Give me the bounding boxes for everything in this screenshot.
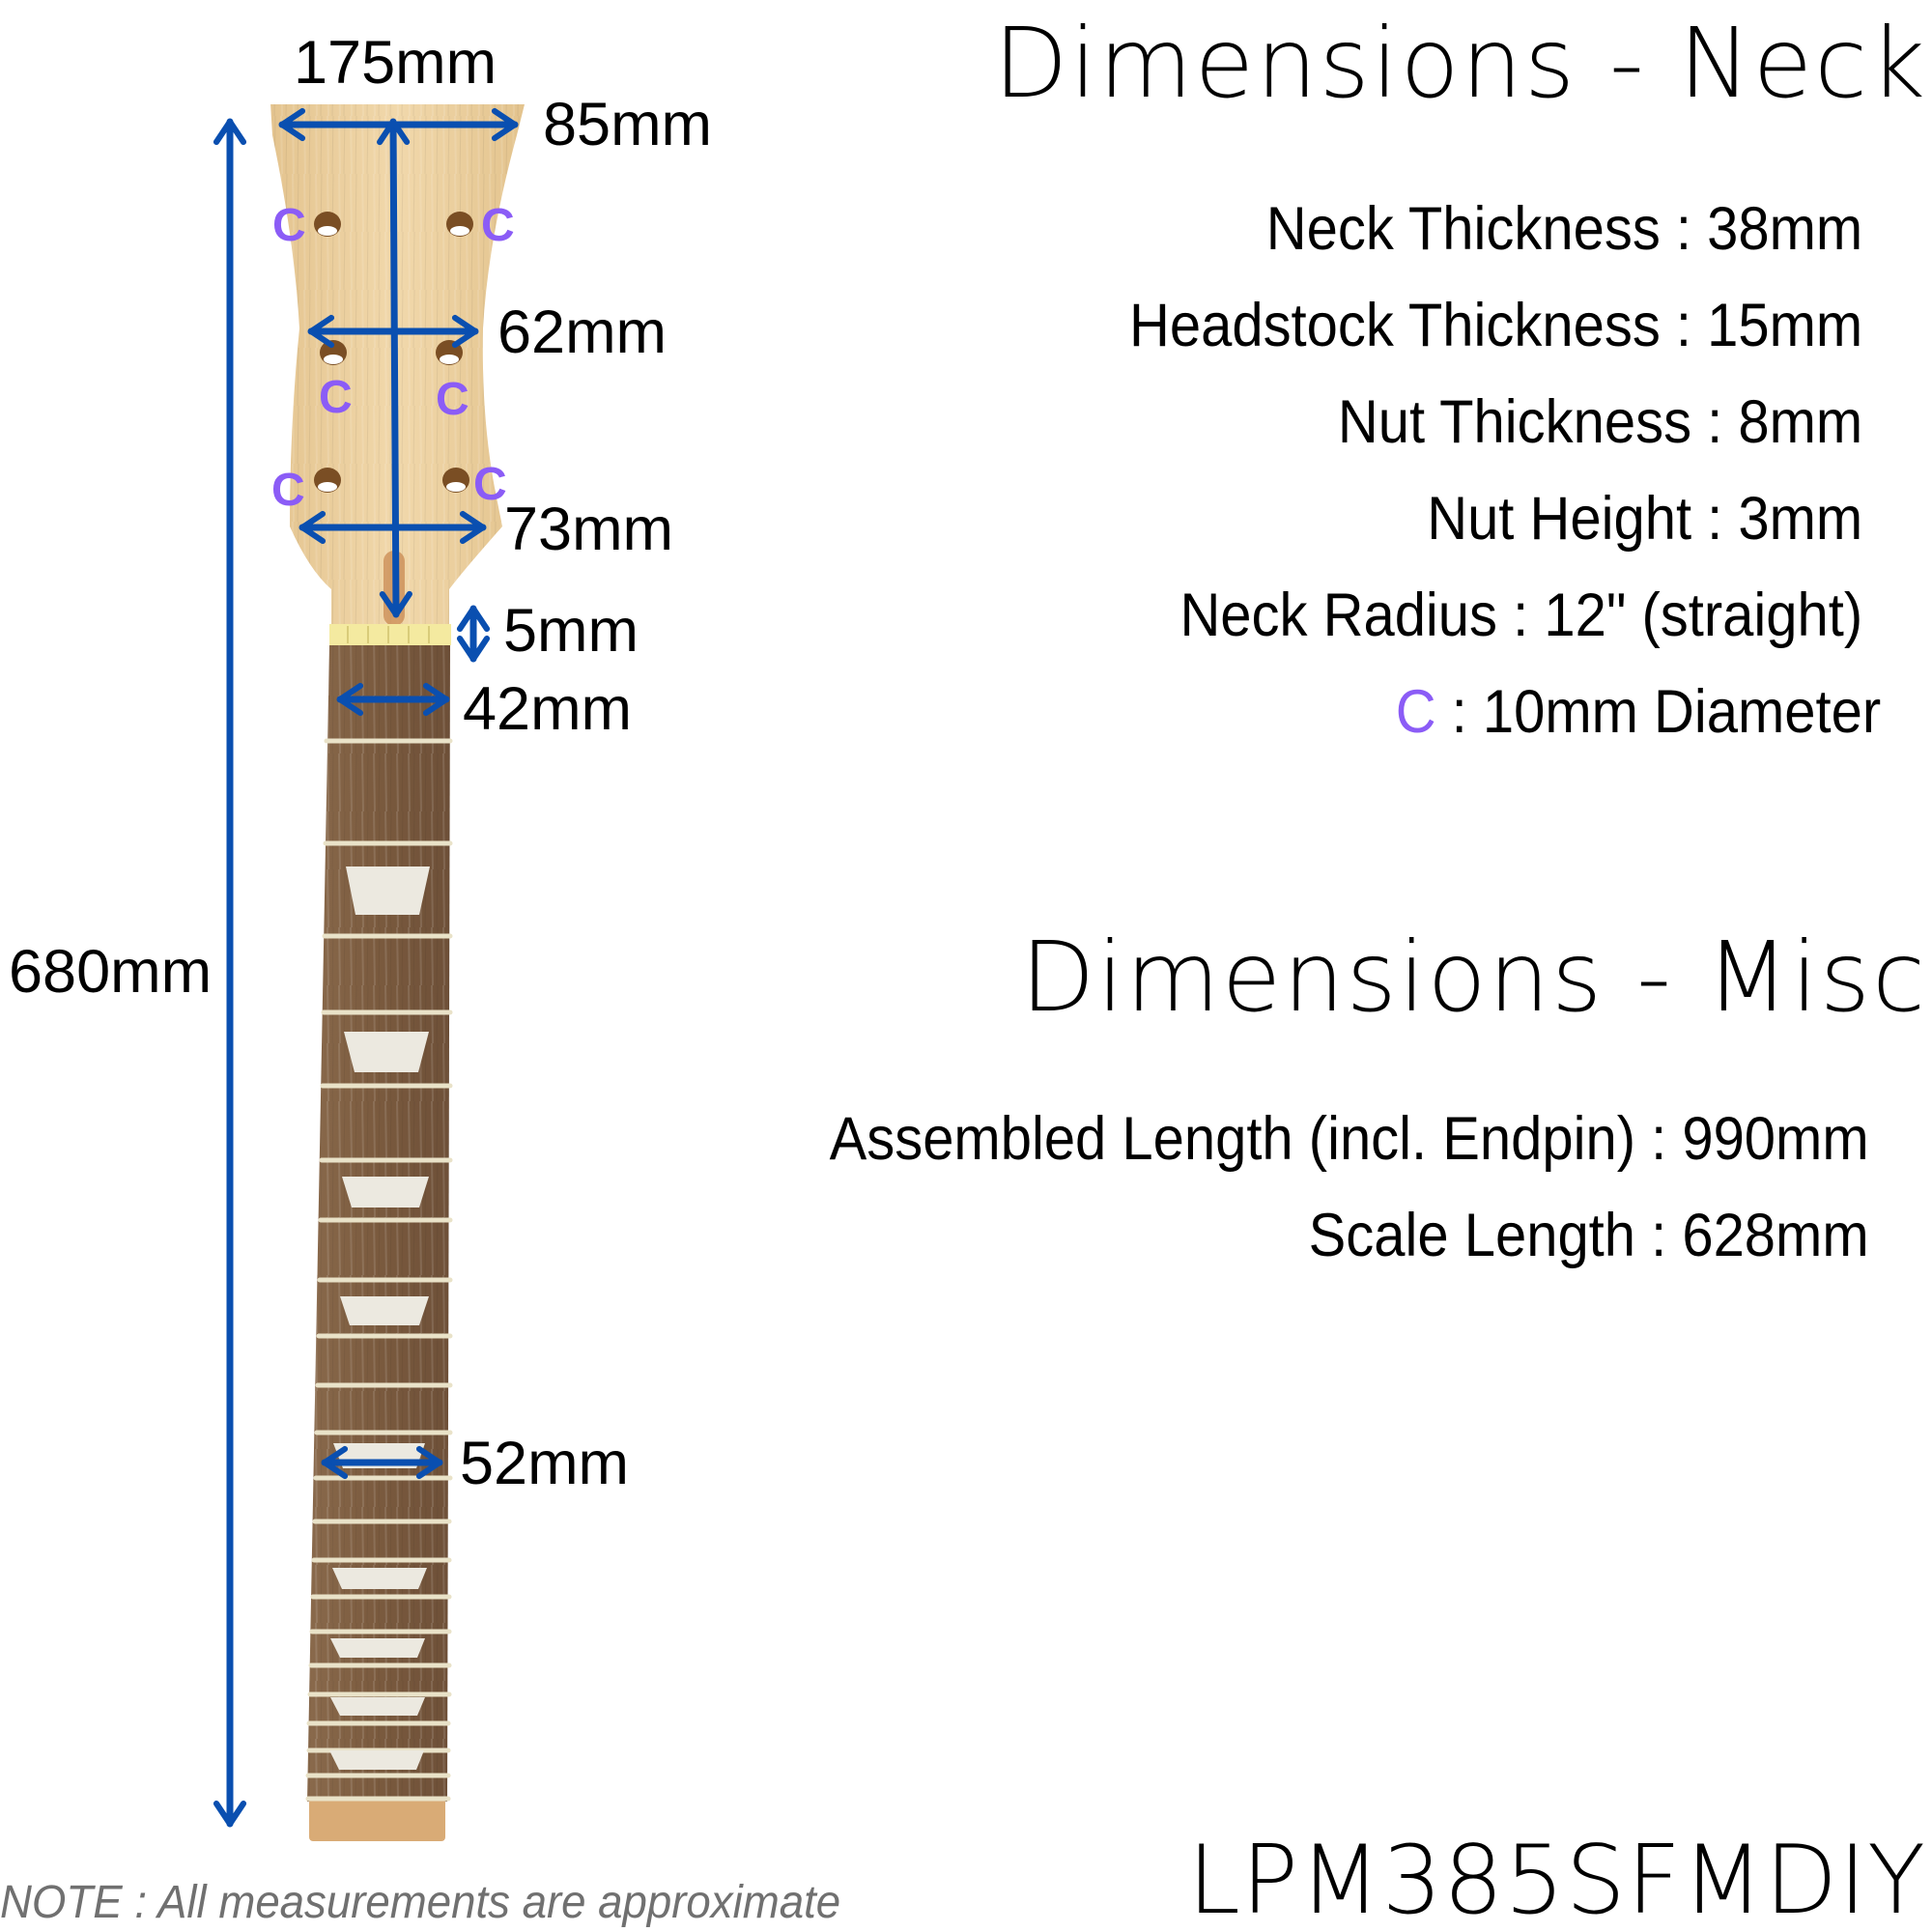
- inlays: [329, 867, 430, 1770]
- inlay: [342, 1177, 429, 1208]
- product-sku: LPM385SFMDIY: [1187, 1826, 1926, 1932]
- inlay: [340, 1296, 429, 1325]
- inlay: [332, 1568, 427, 1589]
- nut-width-label: 42mm: [463, 675, 633, 743]
- dimension-arrows: [213, 107, 519, 1828]
- nut: [329, 624, 451, 645]
- spec-nut-height: Nut Height : 3mm: [1427, 485, 1862, 553]
- spec-headstock-thickness: Headstock Thickness : 15mm: [1128, 292, 1862, 359]
- hole-label: C: [473, 459, 507, 510]
- fretboard: [307, 645, 450, 1841]
- inlay: [330, 1638, 425, 1658]
- headstock-length-arrow: [377, 118, 412, 618]
- tuner-hole-highlight: [446, 482, 466, 492]
- neck-section-title: Dimensions - Neck: [993, 7, 1927, 120]
- hole-label: C: [481, 200, 515, 251]
- hole-legend-symbol: C: [1395, 678, 1436, 746]
- inlay: [346, 867, 430, 915]
- spec-neck-thickness: Neck Thickness : 38mm: [1265, 195, 1862, 263]
- hole-legend: C : 10mm Diameter: [1396, 682, 1881, 743]
- nut-gap-label: 5mm: [503, 597, 639, 665]
- headstock-length-label: 175mm: [294, 29, 497, 97]
- approximate-note: NOTE : All measurements are approximate: [0, 1877, 841, 1928]
- spec-assembled-length: Assembled Length (incl. Endpin) : 990mm: [829, 1105, 1869, 1173]
- hole-label: C: [436, 374, 469, 425]
- neck-heel: [309, 1799, 445, 1841]
- inlay: [344, 1032, 429, 1072]
- headstock-mid-width-label: 62mm: [497, 298, 668, 366]
- inlay: [329, 1750, 424, 1770]
- tuner-hole-highlight: [318, 226, 337, 236]
- misc-section-title: Dimensions - Misc: [1020, 921, 1927, 1034]
- tuner-hole-highlight: [324, 355, 343, 364]
- inlay: [330, 1697, 425, 1716]
- heel-width-label: 52mm: [460, 1430, 630, 1497]
- headstock-top-width-label: 85mm: [543, 91, 713, 158]
- tuner-hole-highlight: [318, 482, 337, 492]
- tuner-hole-highlight: [440, 355, 459, 364]
- spec-scale-length: Scale Length : 628mm: [1309, 1202, 1869, 1269]
- hole-label: C: [271, 465, 305, 516]
- misc-specs: Assembled Length (incl. Endpin) : 990mm …: [739, 1109, 1869, 1302]
- spec-nut-thickness: Nut Thickness : 8mm: [1337, 388, 1862, 456]
- hole-legend-text: : 10mm Diameter: [1435, 678, 1881, 746]
- neck-specs: Neck Thickness : 38mm Headstock Thicknes…: [1065, 199, 1862, 682]
- total-length-label: 680mm: [9, 938, 213, 1006]
- tuner-hole-highlight: [450, 226, 469, 236]
- hole-label: C: [272, 200, 306, 251]
- headstock-bottom-width-label: 73mm: [504, 496, 674, 563]
- spec-neck-radius: Neck Radius : 12" (straight): [1179, 582, 1862, 649]
- hole-label: C: [319, 372, 353, 423]
